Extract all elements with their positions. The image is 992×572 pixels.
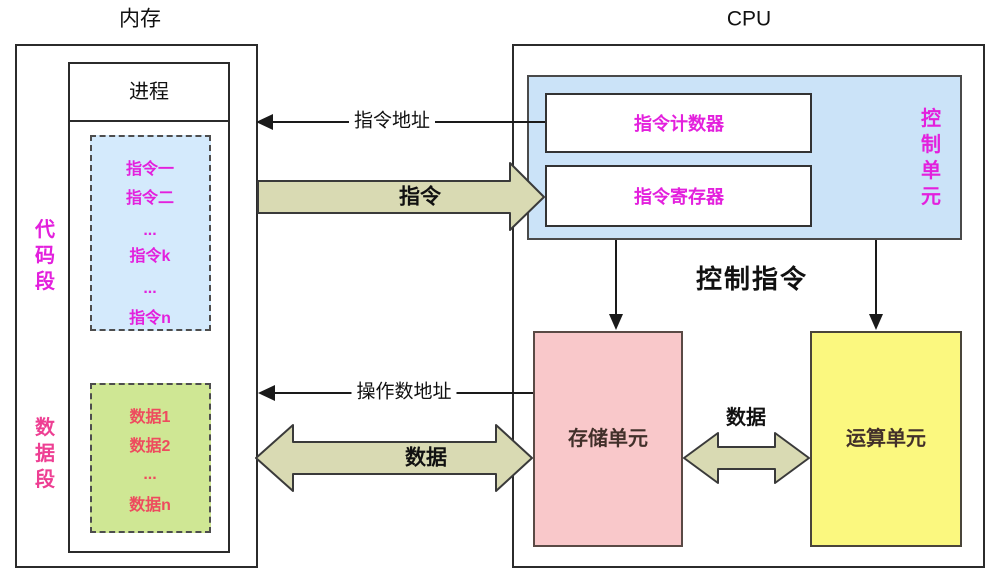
data-item: 数据n (129, 497, 171, 514)
data-storage-alu-arrow (683, 432, 810, 484)
instruction-counter-box (545, 93, 812, 153)
instruction-label: 指令 (399, 185, 441, 209)
control-unit-label: 控 制 单 元 (921, 108, 941, 208)
instruction-address-label: 指令地址 (348, 111, 436, 131)
process-label: 进程 (129, 81, 169, 103)
code-item: 指令n (129, 310, 171, 327)
control-instruction-label: 控制指令 (695, 264, 809, 294)
instruction-arrow (257, 162, 545, 231)
data-memory-storage-label: 数据 (405, 446, 447, 470)
alu-box (810, 331, 962, 547)
operand-address-label: 操作数地址 (351, 382, 457, 402)
data-item: 数据2 (129, 438, 171, 455)
code-segment-box (90, 135, 211, 331)
code-item: ... (143, 280, 157, 297)
code-item: 指令一 (125, 161, 175, 178)
alu-label: 运算单元 (846, 428, 926, 450)
code-item: 指令k (129, 248, 171, 265)
cpu-title: CPU (726, 7, 772, 31)
process-header-divider (68, 120, 230, 122)
control-to-storage-arrow (609, 240, 623, 330)
instruction-register-label: 指令寄存器 (634, 187, 724, 207)
data-segment-box (90, 383, 211, 533)
data-memory-storage-arrow (255, 424, 533, 492)
code-segment-label: 代 码 段 (35, 219, 55, 293)
instruction-register-box (545, 165, 812, 227)
data-segment-label: 数 据 段 (35, 417, 55, 491)
instruction-counter-label: 指令计数器 (634, 114, 724, 134)
memory-title: 内存 (119, 7, 161, 31)
data-item: ... (143, 466, 157, 483)
control-to-alu-arrow (869, 240, 883, 330)
storage-unit-label: 存储单元 (568, 428, 648, 450)
data-storage-alu-label: 数据 (726, 407, 766, 429)
data-item: 数据1 (129, 409, 171, 426)
code-item: ... (143, 222, 157, 239)
code-item: 指令二 (125, 190, 175, 207)
storage-unit-box (533, 331, 683, 547)
